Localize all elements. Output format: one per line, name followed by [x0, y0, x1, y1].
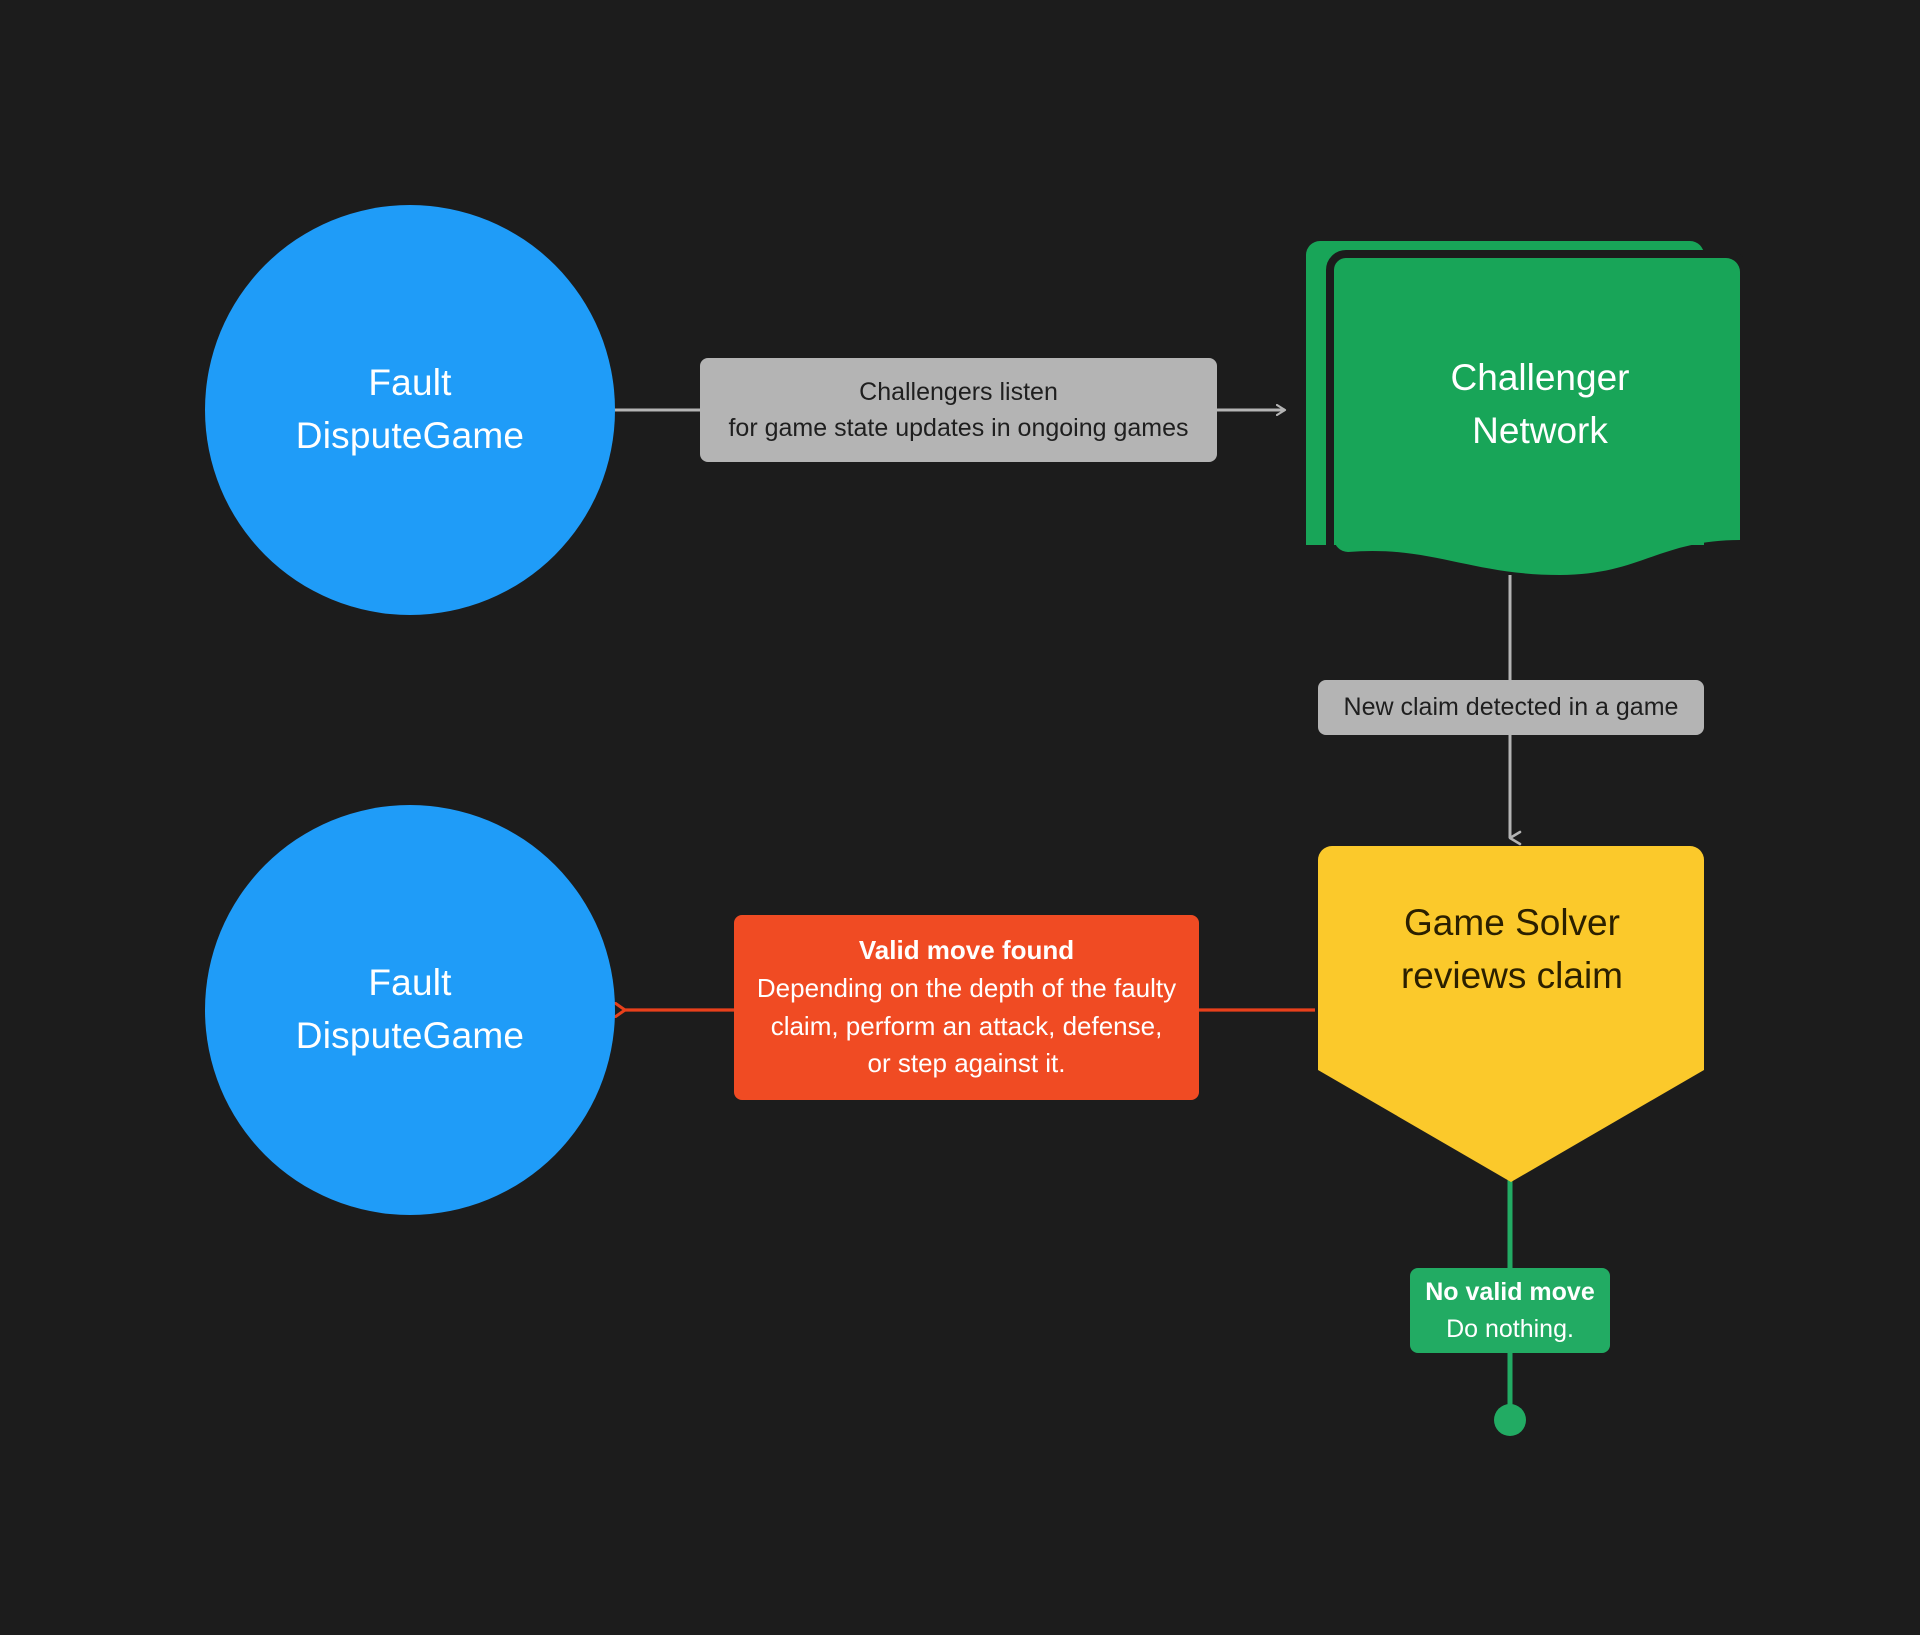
edge-label-new-claim-detected[interactable]: New claim detected in a game [1318, 680, 1704, 735]
node-fault-dispute-game-top-shape[interactable] [205, 205, 615, 615]
edge-label-line: claim, perform an attack, defense, [770, 1010, 1163, 1041]
edge-label-no-valid-move[interactable]: No valid move Do nothing. [1410, 1268, 1610, 1353]
node-game-solver-shape[interactable] [1318, 846, 1704, 1182]
edge-label-challengers-listen[interactable]: Challengers listen for game state update… [700, 358, 1217, 462]
edge-label-line: No valid move [1425, 1278, 1595, 1307]
node-challenger-network-shape[interactable] [1334, 258, 1740, 575]
edge-label-line: for game state updates in ongoing games [728, 414, 1189, 442]
edge-label-line: or step against it. [867, 1048, 1066, 1079]
edge-label-line: Do nothing. [1446, 1314, 1574, 1343]
node-fault-dispute-game-bottom-shape[interactable] [205, 805, 615, 1215]
connector-no-valid-move [1494, 1180, 1526, 1436]
edge-label-line: Depending on the depth of the faulty [756, 972, 1177, 1003]
edge-label-valid-move-found[interactable]: Valid move found Depending on the depth … [734, 915, 1199, 1100]
edge-label-line: Challengers listen [859, 377, 1058, 406]
edge-label-line: New claim detected in a game [1343, 693, 1679, 722]
edge-label-line: Valid move found [858, 934, 1075, 965]
terminator-dot [1494, 1404, 1526, 1436]
node-challenger-network-divider [1326, 250, 1748, 564]
